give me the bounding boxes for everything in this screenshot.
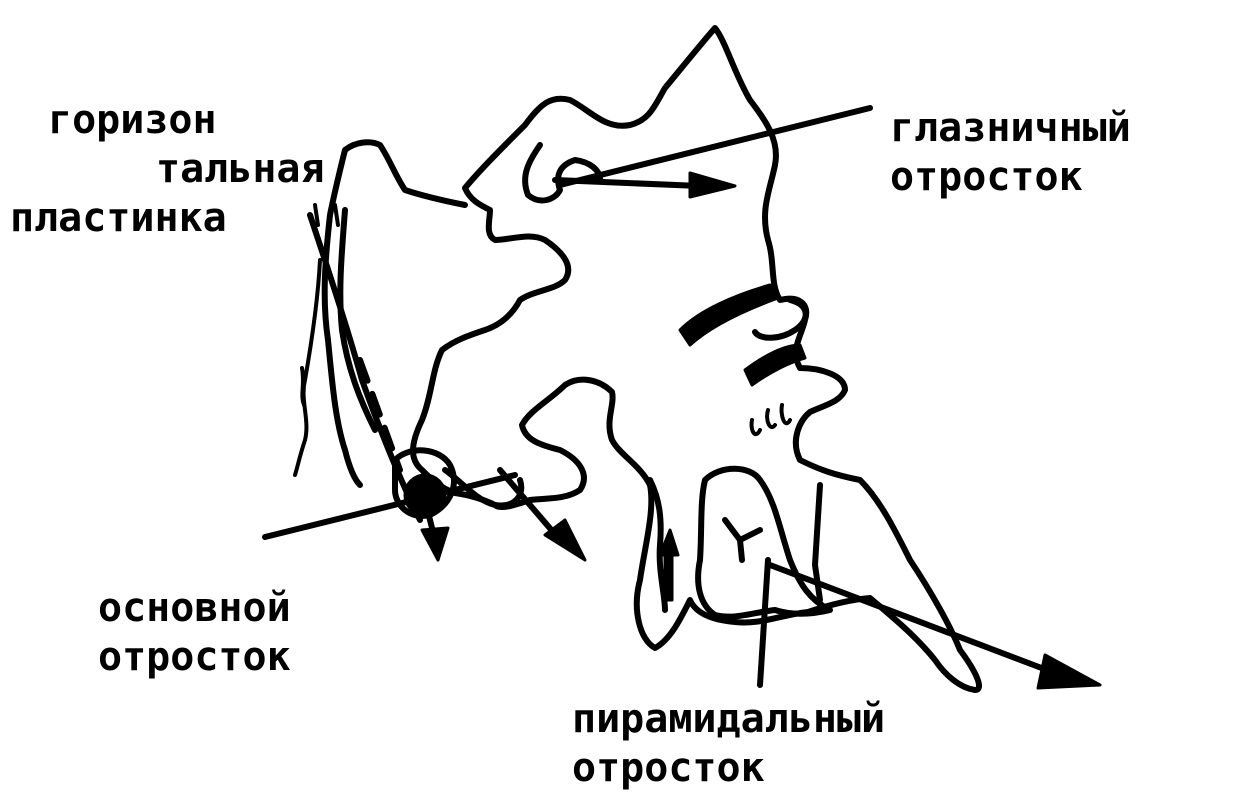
horizontal-plate-label: горизон тальная пластинка <box>10 96 325 242</box>
sphenoidal-arrowhead-1 <box>420 526 450 562</box>
ridge-1 <box>678 283 780 347</box>
orbital-pointer-line <box>557 105 873 188</box>
pyramidal-process-label-line-1: пирамидальный <box>572 696 886 742</box>
horizontal-plate-label-line-2: тальная <box>156 145 325 192</box>
pyramidal-inner <box>812 482 823 603</box>
plate-scribble <box>293 258 322 477</box>
ridge-loop <box>752 297 809 341</box>
orbital-arrow-shaft <box>552 177 703 189</box>
sphenoidal-arrow-2 <box>497 467 563 543</box>
ridge-marks <box>749 403 792 437</box>
bone-outline <box>410 25 982 693</box>
orbital-arrowhead <box>688 171 737 199</box>
plate-line-2 <box>337 207 378 433</box>
orbital-notch <box>522 142 603 204</box>
pyramidal-process-label-line-2: отросток <box>572 744 765 791</box>
orbital-process-label: глазничный отросток <box>890 104 1131 202</box>
pyramidal-arrow-shaft <box>767 562 1063 678</box>
pyramidal-y-mark <box>722 517 763 563</box>
pyramidal-small-arrow <box>658 528 680 602</box>
orbital-process-label-line-1: глазничный <box>890 105 1131 151</box>
horizontal-plate-outline <box>321 139 468 488</box>
pyramidal-pointer-line <box>757 557 771 688</box>
ridge-2 <box>743 343 807 387</box>
orbital-process-label-line-2: отросток <box>890 153 1083 200</box>
plate-scribble-2 <box>300 366 306 407</box>
plate-dash-1 <box>313 203 320 227</box>
sphenoidal-process-label-line-1: основной <box>98 585 291 631</box>
plate-line-1 <box>307 212 423 523</box>
horizontal-plate-label-line-1: горизон <box>48 97 217 143</box>
pyramidal-arrowhead <box>1036 653 1102 690</box>
pyramidal-process-label: пирамидальный отросток <box>572 695 885 793</box>
horizontal-plate-label-line-3: пластинка <box>10 194 227 241</box>
plate-dash-2 <box>333 203 340 227</box>
sphenoidal-outline <box>442 467 525 509</box>
sphenoidal-pointer-line <box>262 472 518 540</box>
sphenoidal-arrowhead-2 <box>543 518 587 562</box>
pyramidal-body <box>695 465 833 620</box>
sphenoidal-process-label-line-2: отросток <box>98 633 291 680</box>
plate-dashed-line <box>357 357 403 473</box>
sphenoidal-process-label: основной отросток <box>98 584 291 682</box>
